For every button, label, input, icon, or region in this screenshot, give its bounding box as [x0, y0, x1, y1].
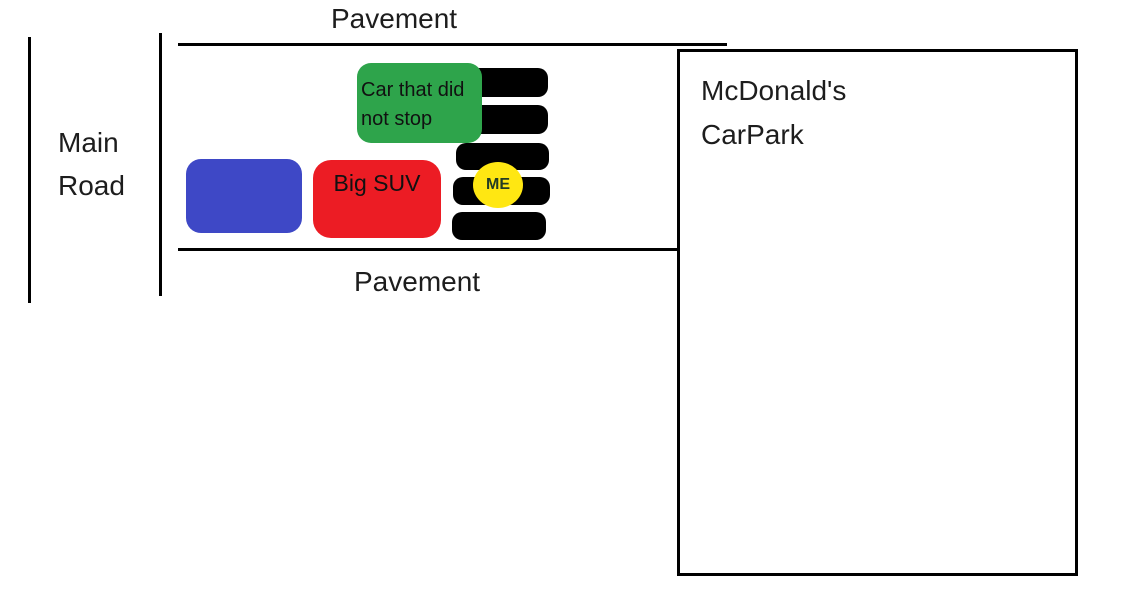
main-road-outer-edge-line [28, 37, 31, 303]
big-suv-shape: Big SUV [313, 160, 441, 238]
pavement-top-label: Pavement [331, 3, 458, 34]
mcdonalds-carpark-area: McDonald's CarPark [677, 49, 1078, 576]
pavement-top-edge-line [178, 43, 727, 46]
mcdonalds-carpark-label: McDonald's CarPark [701, 69, 846, 157]
pavement-bottom-edge-line [178, 248, 677, 251]
main-road-label-line2: Road [58, 170, 125, 201]
car-that-did-not-stop-shape: Car that did not stop [357, 63, 482, 143]
green-car-label-line1: Car that did [361, 79, 465, 101]
carpark-label-line2: CarPark [701, 119, 804, 150]
me-marker-label: ME [486, 176, 510, 193]
main-road-inner-edge-line [159, 33, 162, 296]
pavement-bottom-label: Pavement [354, 266, 481, 297]
carpark-label-line1: McDonald's [701, 75, 847, 106]
big-suv-label: Big SUV [333, 170, 421, 196]
green-car-label-line2: not stop [361, 108, 433, 130]
crossing-stripe [452, 212, 546, 240]
main-road-label-line1: Main [58, 127, 119, 158]
me-pedestrian-marker: ME [473, 162, 523, 208]
blue-car-shape [186, 159, 302, 233]
main-road-label: Main Road [58, 121, 125, 207]
